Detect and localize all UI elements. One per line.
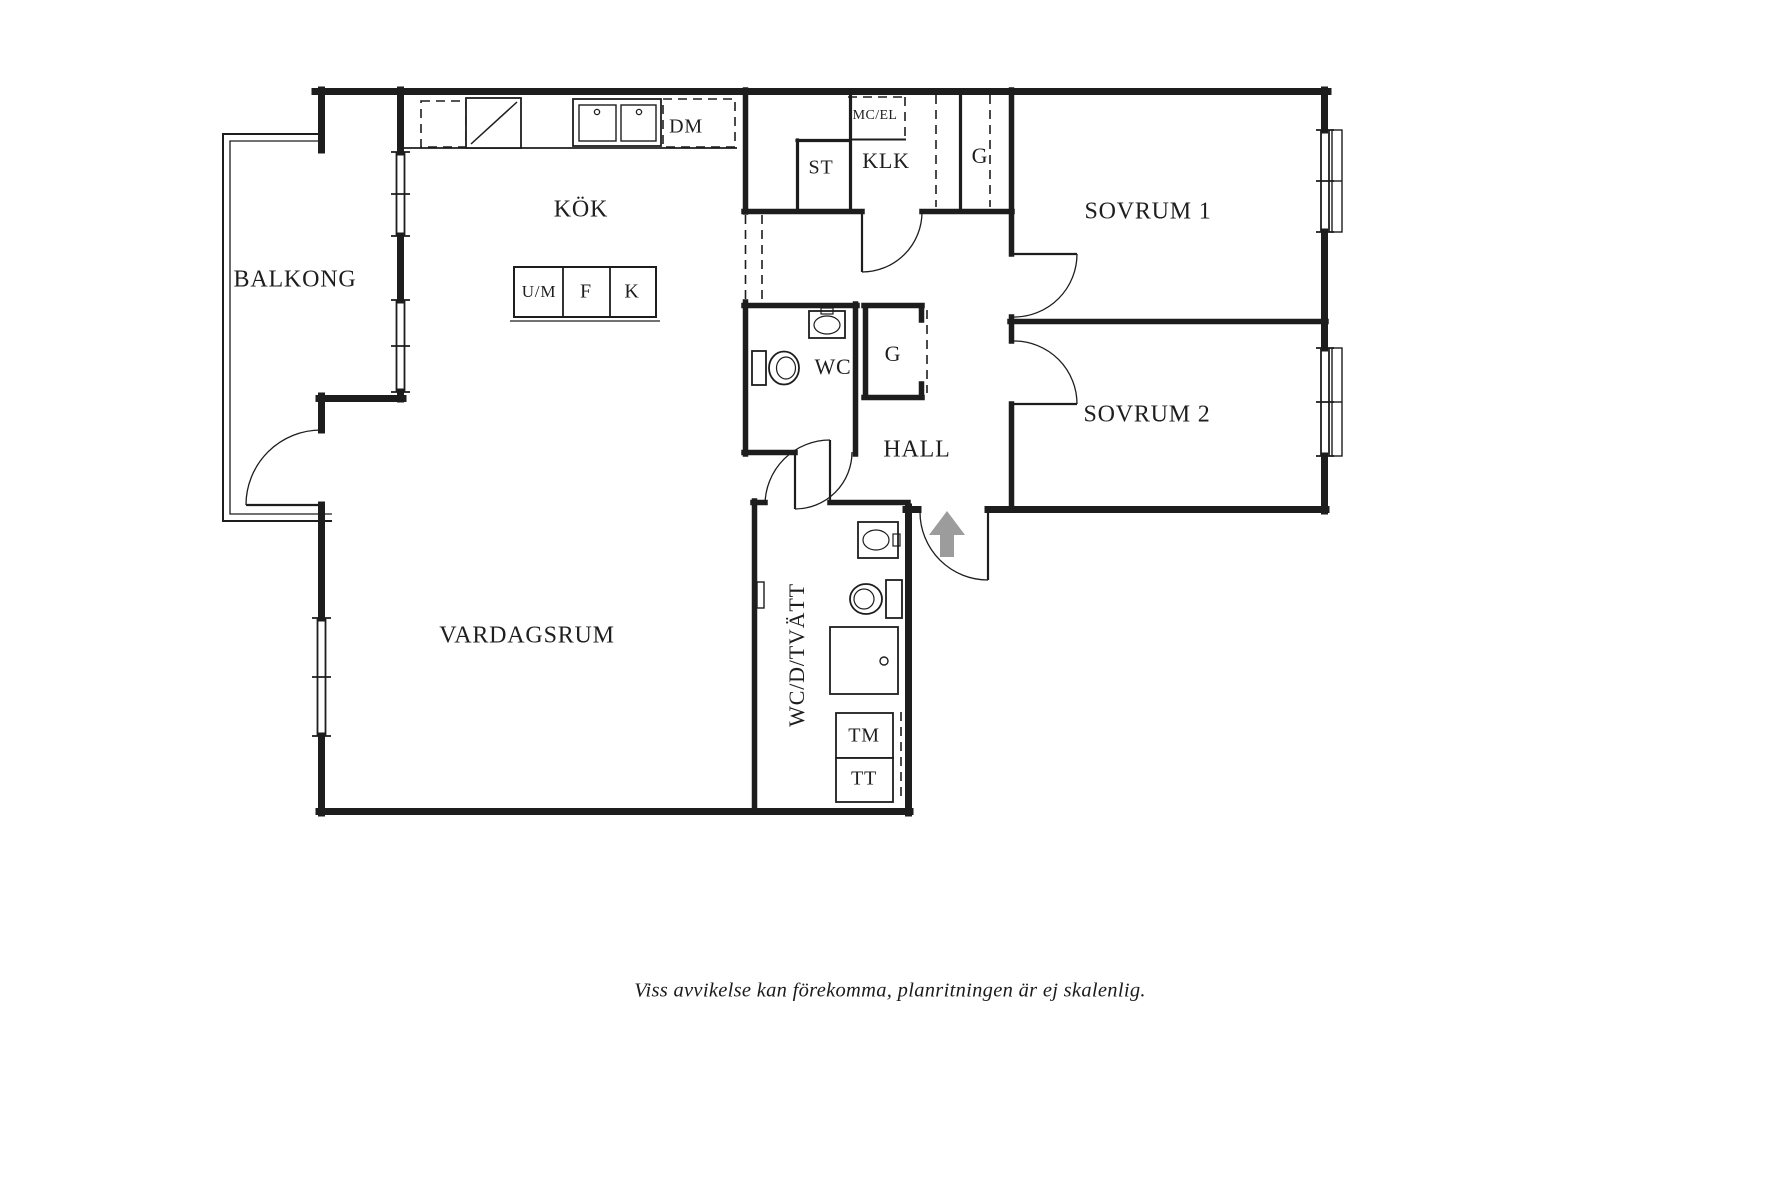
laundry-toilet-icon [849, 579, 903, 619]
sovrum1-door [1013, 252, 1078, 318]
balcony-door [245, 429, 322, 507]
tt-box [835, 757, 894, 803]
doors [245, 211, 1078, 581]
windows [312, 129, 1343, 737]
disclaimer-caption: Viss avvikelse kan förekomma, planritnin… [634, 979, 1146, 1002]
stove-icon [465, 97, 522, 149]
appliance-box [510, 266, 660, 322]
appliance-label-tt: TT [850, 767, 878, 790]
interior-walls [741, 87, 1329, 813]
room-label-sovrum-2: SOVRUM 2 [1083, 401, 1211, 428]
laundry-door-arc [764, 439, 831, 506]
klk-door-arc [861, 211, 923, 273]
balcony-railing [222, 133, 332, 522]
entrance-door [919, 511, 990, 581]
room-label-klk: KLK [862, 148, 910, 173]
closet-label-st: ST [808, 156, 834, 179]
klk-door [860, 211, 923, 273]
washbasin-icon [808, 307, 846, 339]
exterior-walls [311, 86, 1332, 817]
sovrum1-door-arc [1013, 253, 1078, 318]
window-livingroom [312, 617, 331, 737]
sovrum2-door-arc [1013, 340, 1078, 405]
dashed-mcel [848, 96, 906, 140]
closet-label-g-top: G [971, 143, 989, 168]
window-balcony-lower [391, 299, 410, 393]
appliance-label-f: F [580, 280, 592, 303]
window-balcony-upper [391, 151, 410, 237]
radiator-icon [756, 581, 765, 609]
dashed-dm-box [662, 98, 736, 148]
room-label-sovrum-1: SOVRUM 1 [1084, 198, 1212, 225]
wc-door-arc [794, 451, 853, 510]
room-label-vardagsrum: VARDAGSRUM [439, 622, 615, 649]
appliance-label-dm: DM [669, 115, 703, 138]
balcony-rail-outer [222, 133, 332, 522]
window-sovrum1 [1316, 129, 1343, 233]
balcony-rail-inner [229, 140, 332, 515]
toilet-icon [751, 350, 800, 386]
appliance-label-um: U/M [521, 282, 557, 301]
laundry-door [764, 439, 832, 506]
laundry-fixtures [756, 521, 903, 803]
dashed-kitchen-cabinet [420, 100, 467, 148]
shower-icon [829, 626, 899, 695]
wc-fixtures [751, 307, 846, 386]
window-sovrum2 [1316, 347, 1343, 457]
laundry-washbasin-icon [857, 521, 901, 559]
kitchen-fixtures [404, 97, 737, 322]
room-label-kok: KÖK [553, 196, 609, 223]
room-label-hall: HALL [883, 436, 951, 463]
room-label-wc: WC [814, 354, 852, 379]
closet-partitions [795, 89, 963, 212]
entrance-arrow-icon [929, 511, 965, 557]
kitchen-sink-icon [572, 98, 662, 147]
closet-label-g-hall: G [884, 341, 902, 366]
room-label-balkong: BALKONG [233, 266, 357, 293]
tm-box [835, 712, 894, 759]
closet-label-mc-el: MC/EL [852, 108, 898, 123]
balcony-door-arc [245, 429, 322, 506]
dashed-kitchen-hall-opening [744, 215, 763, 300]
sovrum2-door [1013, 340, 1078, 406]
entrance-door-arc [919, 511, 989, 581]
appliance-label-k: K [624, 280, 640, 303]
room-label-wc-d-tvatt: WC/D/TVÄTT [784, 583, 809, 727]
wc-door [793, 451, 853, 510]
appliance-label-tm: TM [848, 724, 880, 747]
